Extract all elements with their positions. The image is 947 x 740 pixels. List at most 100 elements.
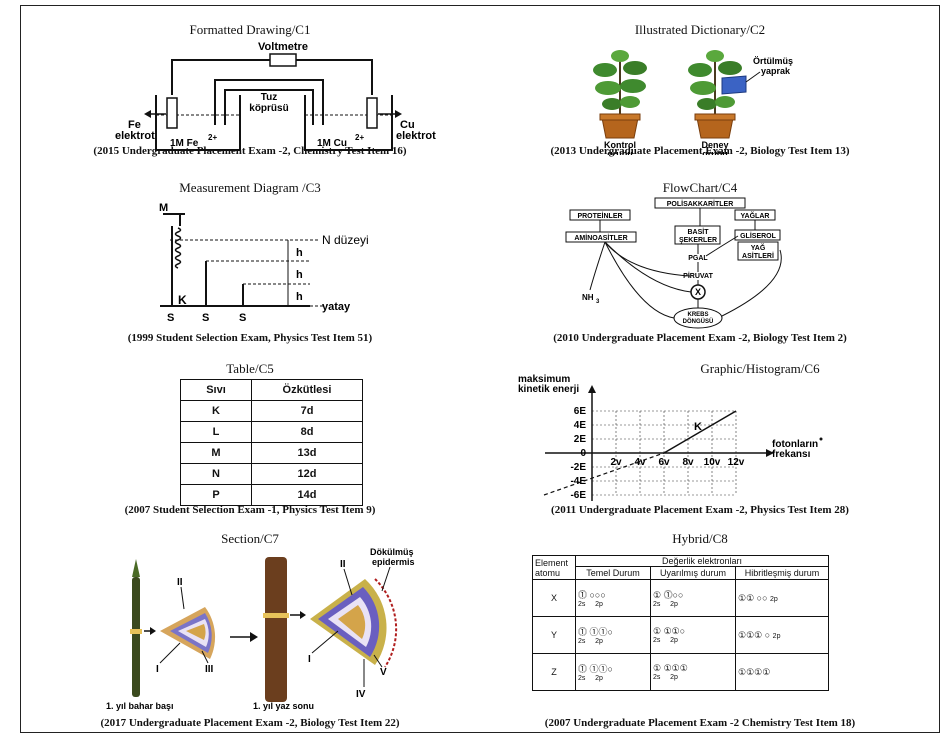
c6-xtick-label: 8v — [682, 457, 694, 468]
c7-label-iii: III — [205, 664, 214, 675]
c8-row-y: Y — [532, 616, 576, 654]
orbital-diagram: ①① ○○ — [738, 592, 768, 603]
c5-cell-density: 7d — [251, 400, 363, 422]
c5-cell-liquid: K — [180, 400, 252, 422]
c6-ytick-label: -6E — [570, 490, 586, 501]
experiment-plant — [688, 50, 761, 139]
c6-ytick-label: 4E — [574, 420, 587, 431]
c1-fe-label: Fe — [128, 119, 141, 131]
c6-xlabel-1: fotonların — [772, 439, 818, 450]
c6-title: Graphic/Histogram/C6 — [700, 361, 820, 376]
c7-label-v: V — [380, 667, 387, 678]
c7-spring-label: 1. yıl bahar başı — [106, 701, 174, 711]
c5-header-row: Sıvı Özkütlesi — [180, 379, 363, 401]
control-plant — [593, 50, 647, 139]
c6-graph: maksimum kinetik enerji fotonların freka… — [518, 374, 823, 501]
c4-x-label: X — [695, 287, 701, 297]
c8-2p: 2p — [595, 638, 603, 645]
c5-cell-density: 12d — [251, 463, 363, 485]
c5-cell-density: 13d — [251, 442, 363, 464]
orbital-diagram: ⓵ ①①○ — [578, 664, 613, 674]
c4-nh3: NH — [582, 293, 594, 302]
c4-simple-sugars-1: BASİT — [688, 228, 710, 236]
c2-experiment-label-2: grubu — [702, 149, 728, 155]
c4-fatty-acids-1: YAĞ — [751, 243, 766, 252]
c8-2p: 2p — [595, 601, 603, 608]
c6-ytick-label: -2E — [570, 462, 586, 473]
c8-2s: 2s — [653, 637, 661, 644]
c5-cell-liquid: N — [180, 463, 252, 485]
c8-row-z: Z — [532, 653, 576, 691]
c2-control-label-1: Kontrol — [604, 140, 636, 150]
c8-2s: 2s — [653, 601, 661, 608]
c3-s-label-3: S — [239, 312, 246, 324]
c2-covered-label-2: yaprak — [761, 66, 791, 76]
c5-cell-liquid: L — [180, 421, 252, 443]
c3-h-label-2: h — [296, 269, 303, 281]
c8-2p: 2p — [770, 595, 778, 603]
c8-valence-header: Değerlik elektronları — [575, 555, 829, 567]
c3-s-label-1: S — [167, 312, 174, 324]
c6-ytick-label: 6E — [574, 406, 587, 417]
c6-ytick-label: -4E — [570, 476, 586, 487]
c1-cu-electrode-label: elektrot — [396, 130, 436, 142]
c6-xtick-label: 6v — [658, 457, 670, 468]
c1-cu-charge: 2+ — [355, 133, 364, 142]
c7-summer-label: 1. yıl yaz sonu — [253, 701, 314, 711]
c8-cell: ①① ○○ 2p — [735, 579, 829, 617]
c8-cell: ①①①① — [735, 653, 829, 691]
c6-series-k-line — [663, 410, 737, 454]
c2-plant-illustration: Örtülmüş yaprak Kontrol grubu Deney grub… — [593, 50, 793, 155]
c8-2p: 2p — [670, 674, 678, 681]
c5-cell-density: 14d — [251, 484, 363, 506]
c8-2s: 2s — [653, 674, 661, 681]
c7-epidermis-2: epidermis — [372, 557, 415, 567]
c8-cell: ⓵ ①①○2s 2p — [575, 616, 651, 654]
c6-line-label: K — [694, 421, 702, 433]
c4-krebs-1: KREBS — [687, 312, 708, 318]
c5-cell-liquid: P — [180, 484, 252, 506]
c4-polysaccharides: POLİSAKKARİTLER — [667, 200, 734, 208]
voltmeter-box — [269, 53, 297, 67]
c2-covered-label-1: Örtülmüş — [753, 56, 793, 66]
c7-title: Section/C7 — [221, 531, 279, 546]
c3-m-label: M — [159, 202, 168, 214]
panel-c7: Section/C7 II I III — [20, 531, 480, 729]
c6-ylabel-1: maksimum — [518, 374, 570, 385]
c1-cu-label: Cu — [400, 119, 415, 131]
c5-cell-liquid: M — [180, 442, 252, 464]
c2-caption: (2013 Undergraduate Placement Exam -2, B… — [550, 145, 850, 157]
c8-2s: 2s — [578, 638, 586, 645]
c8-cell: ① ①①○2s 2p — [650, 616, 736, 654]
c3-k-label: K — [178, 293, 187, 307]
c4-caption: (2010 Undergraduate Placement Exam -2, B… — [553, 332, 847, 344]
c4-flowchart: POLİSAKKARİTLER PROTEİNLER YAĞLAR AMİNOA… — [565, 197, 782, 329]
c8-cell: ⓵ ○○○2s 2p — [575, 579, 651, 617]
c8-caption: (2007 Undergraduate Placement Exam -2 Ch… — [544, 717, 856, 729]
c8-hybrid-table: Element atomu Değerlik elektronları Teme… — [532, 555, 829, 691]
c7-label-i-2: I — [308, 654, 311, 665]
c8-cell: ①①① ○ 2p — [735, 616, 829, 654]
orbital-diagram: ①①①① — [738, 666, 771, 677]
c1-title: Formatted Drawing/C1 — [189, 22, 311, 37]
c7-label-i-1: I — [156, 664, 159, 675]
c8-2p: 2p — [595, 675, 603, 682]
c6-caption: (2011 Undergraduate Placement Exam -2, P… — [551, 504, 849, 516]
c5-cell-density: 8d — [251, 421, 363, 443]
c1-caption: (2015 Undergraduate Placement Exam -2, C… — [93, 145, 407, 157]
c1-bridge-label-2: köprüsü — [249, 103, 288, 114]
c8-element-label-2: atomu — [535, 567, 561, 578]
c3-s-label-2: S — [202, 312, 209, 324]
c8-2p: 2p — [772, 632, 781, 640]
orbital-diagram: ① ⓵○○ — [653, 590, 684, 600]
c8-title: Hybrid/C8 — [672, 531, 728, 546]
c8-2s: 2s — [578, 601, 586, 608]
panel-c1: Formatted Drawing/C1 Voltmetre Tuz köprü… — [20, 22, 480, 202]
c3-title: Measurement Diagram /C3 — [179, 180, 321, 195]
c3-n-level-label: N düzeyi — [322, 233, 369, 247]
panel-c6: Graphic/Histogram/C6 maksimum kinetik en… — [470, 361, 930, 545]
c8-element-header: Element atomu — [532, 555, 576, 580]
